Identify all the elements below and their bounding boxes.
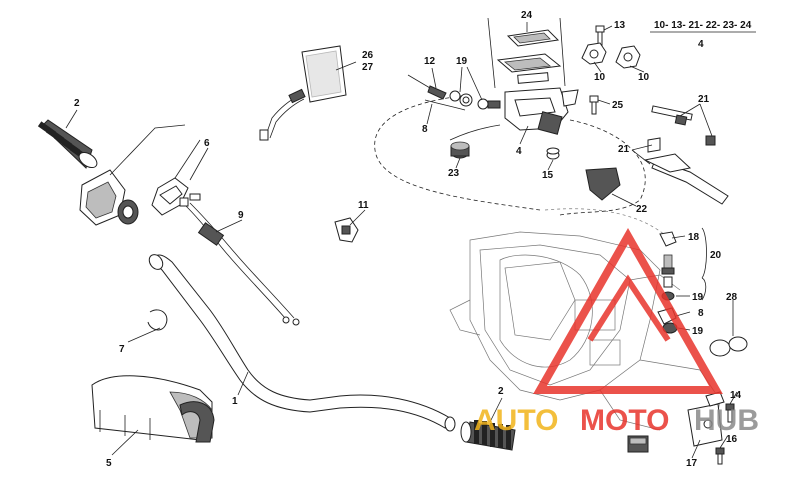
watermark-text-moto: MOTO (580, 404, 669, 437)
watermark-triangle (533, 227, 723, 394)
callout-10a: 10 (594, 72, 606, 83)
callout-1: 1 (232, 396, 238, 407)
connector-block (627, 435, 649, 453)
watermark-logo: AUTO MOTO HUB (474, 227, 759, 437)
throttle-cables (179, 197, 300, 326)
callout-19b: 19 (692, 292, 704, 303)
callout-26: 26 (362, 50, 374, 61)
callout-28: 28 (726, 292, 738, 303)
bolt-13 (595, 25, 605, 47)
cap-23 (450, 141, 470, 159)
callout-24: 24 (521, 10, 533, 21)
leader-lines (65, 22, 756, 459)
callout-20: 20 (710, 250, 722, 261)
callout-2-bottom: 2 (498, 386, 504, 397)
group-note: 10- 13- 21- 22- 23- 24 (654, 20, 752, 31)
handlebar-pad (91, 375, 215, 443)
callout-6: 6 (204, 138, 210, 149)
left-switch-assembly (79, 124, 201, 226)
callout-8-top: 8 (422, 124, 428, 135)
callout-21a: 21 (698, 94, 710, 105)
callout-11: 11 (358, 200, 369, 211)
right-grip (460, 420, 516, 451)
callout-10b: 10 (638, 72, 650, 83)
callout-4-master: 4 (516, 146, 522, 157)
callout-15: 15 (542, 170, 554, 181)
callout-19a: 19 (456, 56, 468, 67)
washer-15 (546, 147, 560, 160)
callout-25: 25 (612, 100, 624, 111)
callout-19c: 19 (692, 326, 704, 337)
o-rings-28 (709, 336, 748, 357)
callout-12: 12 (424, 56, 436, 67)
callout-23: 23 (448, 168, 460, 179)
callout-21b: 21 (618, 144, 630, 155)
callout-labels: 1 2 2 4 4 5 6 7 8 8 9 10 10 11 12 13 14 … (74, 10, 752, 469)
cable-clip-part (334, 217, 359, 243)
watermark-text-hub: HUB (694, 404, 759, 437)
callout-9: 9 (238, 210, 244, 221)
mirror-part (259, 45, 347, 141)
callout-17: 17 (686, 458, 698, 469)
clamp-10a (581, 42, 607, 65)
bolt-25 (589, 95, 599, 115)
callout-14: 14 (730, 390, 742, 401)
callout-22: 22 (636, 204, 648, 215)
callout-4-group: 4 (698, 39, 704, 50)
brake-lever-assembly (585, 105, 729, 205)
left-grip (37, 119, 98, 169)
callout-13: 13 (614, 20, 626, 31)
bracket-17 (687, 391, 725, 447)
callout-7: 7 (119, 344, 125, 355)
cable-route-dashed-right (559, 119, 646, 216)
master-cylinder (487, 17, 579, 135)
bolt-16 (715, 447, 725, 465)
clamp-10b (615, 45, 641, 69)
callout-18: 18 (688, 232, 700, 243)
callout-8-right: 8 (698, 308, 704, 319)
banjo-bolt-parts (407, 74, 501, 141)
callout-5: 5 (106, 458, 112, 469)
callout-16: 16 (726, 434, 738, 445)
handlebar (148, 254, 456, 432)
cable-route-dashed (374, 94, 541, 211)
circlip-part (147, 309, 168, 331)
watermark-text-auto: AUTO (474, 404, 558, 437)
callout-2-top: 2 (74, 98, 80, 109)
callout-27: 27 (362, 62, 374, 73)
